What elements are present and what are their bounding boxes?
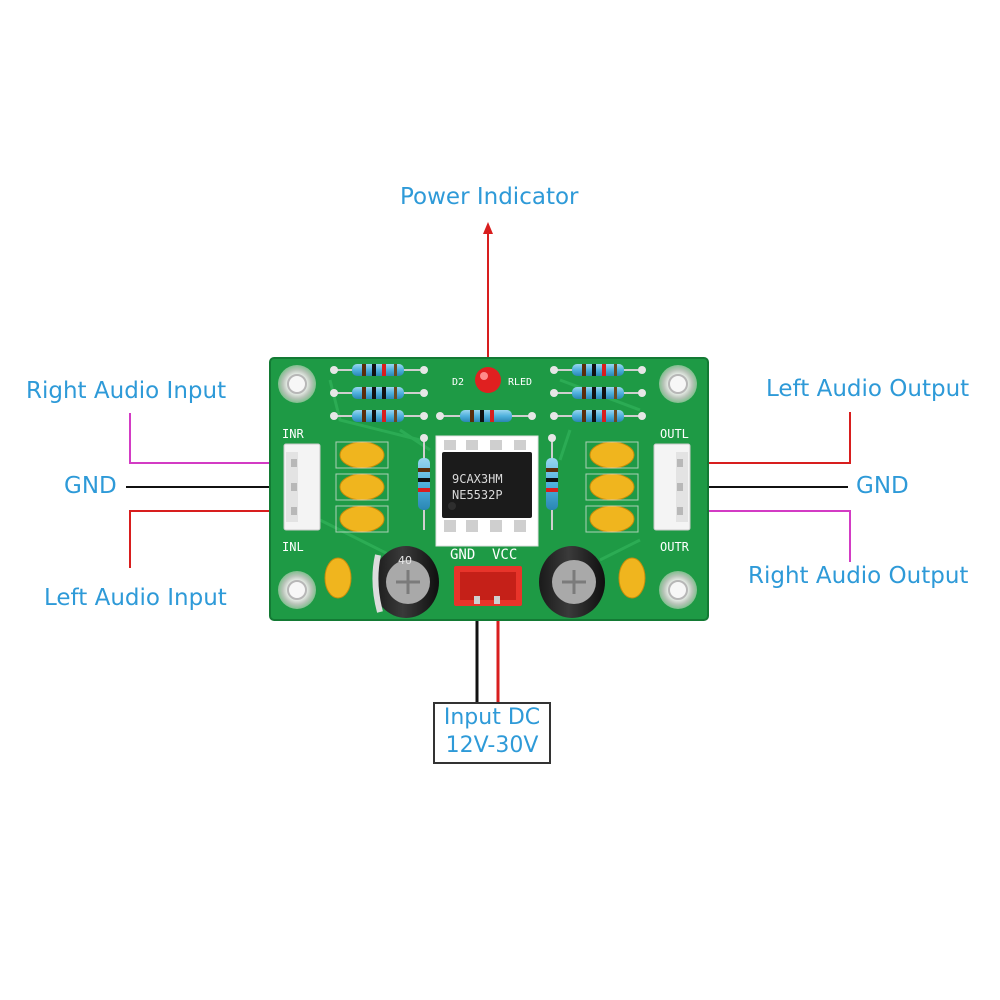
mounting-holes (278, 365, 697, 609)
power-indicator-arrow (483, 222, 493, 366)
gnd-output-label: GND (856, 473, 909, 499)
output-connector (653, 443, 691, 531)
silk-d2: D2 (452, 377, 464, 388)
silk-vcc: VCC (492, 547, 517, 563)
left-audio-output-wire (672, 412, 851, 464)
silk-outr: OUTR (660, 540, 690, 554)
input-dc-box: Input DC 12V-30V (433, 702, 551, 764)
power-indicator-label: Power Indicator (400, 184, 579, 210)
pcb-pads (330, 366, 646, 442)
ceramic-capacitors (324, 441, 646, 599)
silk-gnd: GND (450, 547, 475, 563)
resistors (336, 364, 640, 530)
cap-mark: 40 (398, 554, 412, 567)
right-audio-input-wire (129, 413, 285, 464)
left-audio-input-wire (129, 510, 285, 568)
left-audio-output-label: Left Audio Output (766, 376, 970, 402)
silk-outl: OUTL (660, 427, 689, 441)
dc-power-connector (454, 566, 522, 606)
left-audio-input-label: Left Audio Input (44, 585, 227, 611)
electrolytic-capacitor-right (539, 546, 605, 618)
right-audio-output-wire (672, 510, 851, 562)
right-audio-input-label: Right Audio Input (26, 378, 227, 404)
chip-line2: NE5532P (452, 488, 503, 502)
silk-inr: INR (282, 427, 304, 441)
right-audio-output-label: Right Audio Output (748, 563, 969, 589)
silk-rled: RLED (508, 377, 532, 388)
ic-chip: 9CAX3HM NE5532P (435, 435, 539, 547)
power-led (475, 367, 501, 393)
gnd-input-label: GND (64, 473, 117, 499)
input-dc-line2: 12V-30V (445, 733, 539, 758)
input-connector (283, 443, 321, 531)
chip-line1: 9CAX3HM (452, 472, 503, 486)
electrolytic-capacitor-left: 40 (372, 546, 439, 618)
silk-inl: INL (282, 540, 304, 554)
input-dc-line1: Input DC (443, 705, 541, 730)
